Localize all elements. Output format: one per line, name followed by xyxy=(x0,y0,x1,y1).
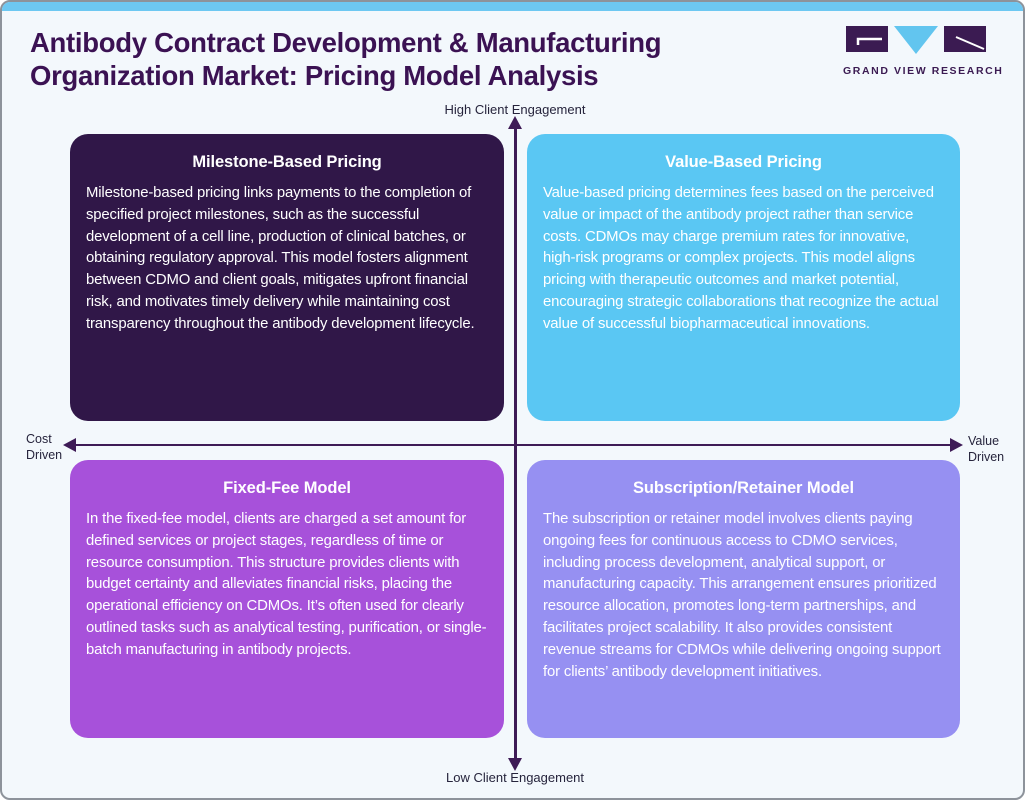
axis-label-cost-driven: Cost Driven xyxy=(26,432,63,462)
gvr-logo-mark xyxy=(846,26,986,54)
axis-arrow-down-icon xyxy=(508,758,522,771)
quadrant-subscription-retainer-model: Subscription/Retainer Model The subscrip… xyxy=(527,460,960,738)
quadrant-title: Subscription/Retainer Model xyxy=(633,479,854,497)
quadrant-milestone-based-pricing: Milestone-Based Pricing Milestone-based … xyxy=(70,134,504,421)
axis-label-value-driven: Value Driven xyxy=(968,434,1005,464)
gvr-logo: GRAND VIEW RESEARCH xyxy=(843,24,1004,77)
quadrant-title: Fixed-Fee Model xyxy=(223,479,351,497)
logo-v-triangle xyxy=(894,26,938,54)
axis-arrow-up-icon xyxy=(508,116,522,129)
quadrant-body: The subscription or retainer model invol… xyxy=(543,511,941,680)
logo-r-glyph xyxy=(955,36,985,50)
axis-arrow-right-icon xyxy=(950,438,963,452)
page-title: Antibody Contract Development & Manufact… xyxy=(30,27,662,91)
quadrant-body: Value-based pricing determines fees base… xyxy=(543,185,939,332)
top-accent-bar xyxy=(2,2,1023,11)
quadrant-title: Milestone-Based Pricing xyxy=(192,153,382,171)
quadrant-title: Value-Based Pricing xyxy=(665,153,822,171)
axis-label-low-engagement: Low Client Engagement xyxy=(445,770,585,785)
quadrant-body: In the fixed-fee model, clients are char… xyxy=(86,511,487,658)
quadrant-body: Milestone-based pricing links payments t… xyxy=(86,185,475,332)
quadrant-value-based-pricing: Value-Based Pricing Value-based pricing … xyxy=(527,134,960,421)
horizontal-axis-line xyxy=(75,443,951,446)
logo-g-glyph xyxy=(856,37,882,45)
axis-arrow-left-icon xyxy=(63,438,76,452)
quadrant-fixed-fee-model: Fixed-Fee Model In the fixed-fee model, … xyxy=(70,460,504,738)
axis-label-high-engagement: High Client Engagement xyxy=(444,102,586,117)
logo-text: GRAND VIEW RESEARCH xyxy=(843,65,1004,77)
